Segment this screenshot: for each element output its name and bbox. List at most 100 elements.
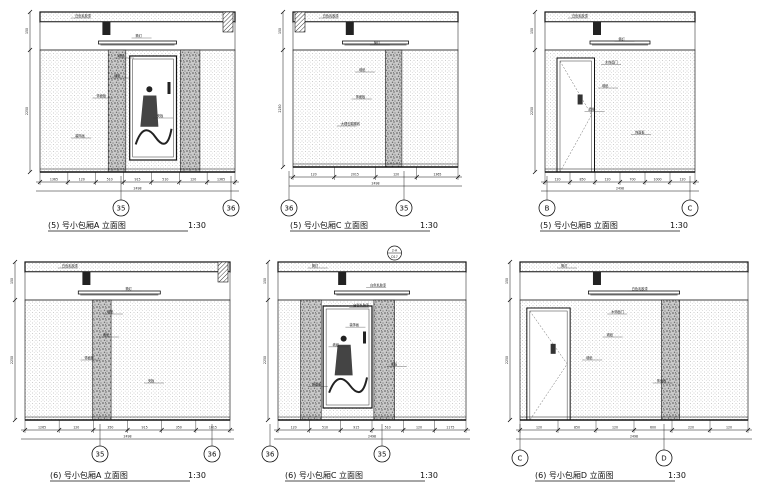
light-trough [589,40,651,45]
annotation-note: 白色乳胶漆 [572,13,589,18]
door-leaf [526,307,571,421]
dim-tick-4 [669,427,675,433]
light-trough [342,40,409,45]
dim-tick-6 [227,427,233,433]
axis-bubble-36 [280,199,298,217]
left-dim-tick-0 [265,259,271,265]
left-dim-label: 150 [530,28,534,34]
axis-label: C [518,455,523,463]
bottom-dim-label: 1265 [38,426,46,430]
calligraphy-mark [363,331,366,344]
dim-tick-1 [331,174,337,180]
left-dim-label: 2250 [505,356,509,364]
annotation-note: 墙纸 [607,332,614,337]
annotation-note: 筒灯 [619,36,626,41]
light-box [593,22,601,35]
annotation-note: 墙纸 [602,83,609,88]
left-dim-label: 2250 [10,356,14,364]
left-dim-tick-1 [12,297,18,303]
left-dim-tick-0 [507,259,513,265]
dim-tick-3 [414,174,420,180]
left-dim-label: 2250 [278,104,282,112]
dim-tick-6 [692,179,698,185]
dim-tick-5 [667,179,673,185]
axis-label: 35 [96,451,105,459]
bottom-dim-label: 700 [629,178,635,182]
annotation-note: 墙纸 [333,342,340,347]
annotation-note: 饰面板 [84,355,94,360]
left-dim-label: 2250 [25,107,29,115]
annotation-note: 筒灯 [125,286,132,291]
light-box [592,272,601,285]
total-dim-label: 2498 [630,435,638,439]
dim-tick-6 [204,179,210,185]
total-dim-label: 2498 [616,187,624,191]
axis-label: C [688,205,693,213]
total-dim-label: 2498 [368,435,376,439]
dim-tick-5 [177,179,182,185]
axis-label: 35 [400,205,409,213]
annotation-note: 墙纸 [586,355,593,360]
callout-top: 2-A [392,249,398,253]
dim-tick-0 [290,174,296,180]
door-swing [529,310,568,421]
bottom-dim-label: 350 [107,426,113,430]
stone-strip-1 [385,49,403,168]
total-dim-label: 2498 [371,182,379,186]
dim-tick-1 [307,427,312,433]
column-hatch-left [294,11,306,33]
axis-label: 36 [266,451,275,459]
callout-bottom: D17 [391,255,398,259]
calligraphy-mark [167,82,171,94]
dim-tick-0 [542,179,548,185]
bottom-dim-label: 850 [574,426,580,430]
left-dim-tick-0 [27,9,33,15]
annotation-note: 筒灯 [312,263,319,268]
bottom-dim-label: 2015 [351,173,359,177]
door-handle [577,94,583,105]
bottom-dim-label: 1015 [209,426,217,430]
ceiling-slab [277,261,467,273]
axis-bubble-35 [112,199,130,217]
bottom-dim-label: 510 [162,178,168,182]
dim-tick-2 [91,427,96,433]
dim-tick-3 [121,179,126,185]
bottom-dim-label: 510 [107,178,113,182]
dim-tick-3 [369,427,375,433]
dim-tick-1 [56,427,62,433]
light-trough [98,40,177,45]
axis-bubble-C [681,199,699,217]
annotation-note: 墙纸 [359,67,366,72]
annotation-note: 墙纸 [103,332,110,337]
bottom-dim-label: 915 [353,426,359,430]
dim-tick-7 [232,179,238,185]
annotation-note: 夹板 [148,378,155,383]
bottom-dim-label: 1365 [217,178,225,182]
scale-label: 1:30 [420,471,438,480]
annotation-note: 装饰画 [349,322,359,327]
stone-strip-1 [107,49,127,173]
bottom-dim-label: 1365 [433,173,441,177]
light-trough [333,290,410,295]
bottom-dim-label: 120 [291,426,297,430]
stone-strip-1 [661,299,680,421]
annotation-note: 饰面板 [635,130,645,135]
elevation-caption: (6) 号小包厢A 立面图 [50,470,128,480]
left-dim-label: 150 [25,28,29,34]
dim-tick-2 [373,174,378,180]
annotation-note: 筒灯 [136,33,143,38]
annotation-note: 夹板 [157,113,164,118]
bottom-dim-label: 120 [726,426,732,430]
dim-tick-3 [617,179,623,185]
dim-tick-0 [22,427,28,433]
axis-label: 36 [285,205,294,213]
wallpaper-field [292,49,459,168]
ceiling-slab [519,261,749,273]
left-dim-tick-2 [280,164,286,170]
door-leaf [556,57,595,173]
annotation-note: 白色乳胶漆 [353,302,370,307]
